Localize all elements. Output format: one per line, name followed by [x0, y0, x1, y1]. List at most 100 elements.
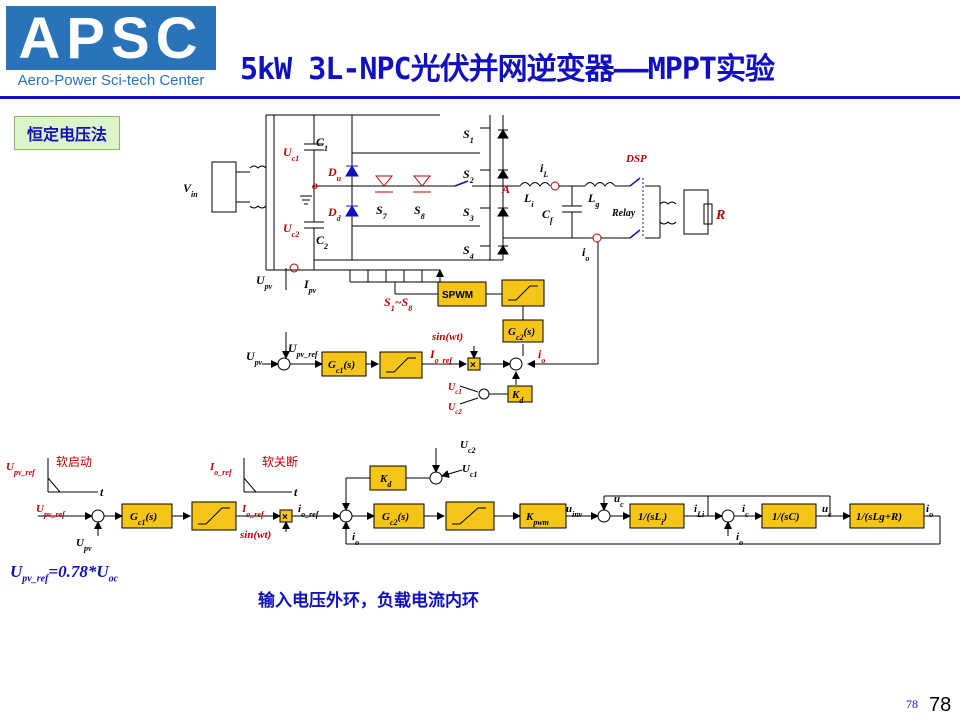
- circuit-labels: Vin Uc1 Uc2 C1 C2 o Du Dd S7 S8 S1 S2 S3…: [183, 127, 725, 313]
- bot-ioout-sub: o: [929, 510, 933, 519]
- ipv-sub: pv: [308, 286, 317, 295]
- svg-text:S7: S7: [376, 203, 388, 221]
- c1-name: C: [316, 135, 325, 149]
- svg-text:ic: ic: [742, 503, 749, 519]
- vin-name: V: [183, 181, 192, 195]
- bot-ili-sub: Li: [696, 510, 705, 519]
- c2-name: C: [316, 233, 325, 247]
- svg-text:Cf: Cf: [542, 207, 554, 225]
- svg-text:Uc2: Uc2: [448, 402, 462, 416]
- svg-text:iL: iL: [540, 161, 548, 179]
- svg-text:io_ref: io_ref: [298, 503, 320, 519]
- svg-text:S4: S4: [463, 243, 474, 261]
- bot-gc1-name: G: [130, 511, 138, 523]
- svg-text:Upv: Upv: [256, 273, 273, 291]
- s3-sub: 3: [469, 214, 474, 223]
- s18-tail: ~S: [395, 295, 409, 309]
- svg-text:io: io: [352, 531, 359, 547]
- svg-text:S3: S3: [463, 205, 474, 223]
- circuit-gc2-name: G: [508, 326, 516, 338]
- caption: 输入电压外环，负载电流内环: [258, 591, 479, 611]
- bot-ioout-name: i: [926, 503, 930, 515]
- bot-upv-sub: pv: [83, 544, 92, 553]
- svg-text:Vin: Vin: [183, 181, 198, 199]
- top-io-name: i: [538, 347, 542, 361]
- svg-text:S2: S2: [463, 167, 474, 185]
- bot-sin: sin(wt): [239, 529, 271, 541]
- svg-text:iLi: iLi: [694, 503, 705, 519]
- slide-title: 5kW 3L-NPC光伏并网逆变器——MPPT实验: [240, 52, 775, 87]
- title-divider: [0, 96, 960, 99]
- svg-text:Kd: Kd: [511, 389, 524, 405]
- li-sub: i: [531, 200, 534, 209]
- bot-limiter2-curve: [452, 507, 486, 525]
- neutral-o: o: [312, 178, 318, 192]
- output-transformer: [659, 201, 677, 225]
- bot-gc2-name: G: [382, 511, 390, 523]
- switch-s8: [412, 175, 432, 187]
- svg-text:Kd: Kd: [379, 473, 392, 489]
- bot-uc1-sub: c1: [470, 470, 478, 479]
- bot-kpwm-block: [519, 503, 567, 529]
- svg-text:Kpwm: Kpwm: [525, 511, 549, 527]
- c2-sub: 2: [323, 242, 328, 251]
- svg-text:io: io: [736, 531, 743, 547]
- bottom-control-loop: [38, 448, 941, 545]
- svg-text:uc: uc: [822, 503, 832, 519]
- bot-gc1-tail: (s): [146, 511, 158, 523]
- bot-kpwm-name: K: [525, 511, 534, 523]
- du-sub: u: [337, 174, 342, 183]
- svg-text:Uc2: Uc2: [460, 439, 476, 455]
- soft-stop-label: 软关断: [262, 454, 298, 469]
- bot-ucout-sub: c: [828, 510, 832, 519]
- io-sub: o: [585, 254, 589, 263]
- svg-text:Du: Du: [327, 165, 342, 183]
- svg-text:C1: C1: [316, 135, 328, 153]
- bot-upvref1-name: U: [6, 461, 15, 473]
- formula-lhs: U: [10, 562, 23, 581]
- bot-upvref1-sub: pv_ref: [13, 468, 36, 477]
- s4-sub: 4: [469, 252, 474, 261]
- formula: Upv_ref=0.78*Uoc: [10, 562, 118, 584]
- s8-sub: 8: [421, 212, 425, 221]
- lg-name: L: [587, 191, 595, 205]
- circuit-limiter-curve: [508, 285, 538, 301]
- uc1-name: U: [283, 145, 293, 159]
- bot-uinv-name: u: [566, 503, 572, 515]
- top-limiter-curve: [386, 357, 416, 373]
- page-number: 78: [929, 694, 952, 716]
- top-upvref-name: U: [288, 341, 298, 355]
- bot-gc2-tail: (s): [398, 511, 410, 523]
- svg-text:Upv_ref: Upv_ref: [6, 461, 36, 477]
- svg-text:io: io: [538, 347, 545, 365]
- svg-text:io: io: [926, 503, 933, 519]
- bot-ioref1-sub: o_ref: [214, 468, 233, 477]
- bot-slg-label: 1/(sLg+R): [856, 511, 902, 523]
- bot-t2: t: [294, 485, 298, 499]
- svg-text:Uc1: Uc1: [283, 145, 299, 163]
- formula-eq: =0.78*: [48, 562, 97, 581]
- bot-ioref2-name: I: [241, 503, 247, 515]
- top-gc1-block: [321, 351, 367, 377]
- svg-text:Upv_ref: Upv_ref: [288, 341, 319, 359]
- uc2-name: U: [283, 221, 293, 235]
- top-kd-sub: d: [519, 396, 524, 405]
- page-number-small: 78: [906, 697, 918, 711]
- svg-text:S8: S8: [414, 203, 425, 221]
- bot-t1: t: [100, 485, 104, 499]
- bot-sc-label: 1/(sC): [772, 511, 800, 523]
- bot-io2-sub: o: [739, 538, 743, 547]
- s7-name: S: [376, 203, 383, 217]
- formula-rhs-sub: oc: [108, 573, 119, 585]
- power-circuit: [211, 114, 713, 368]
- svg-text:Upv: Upv: [246, 349, 263, 367]
- top-gc1-name: G: [328, 359, 336, 371]
- top-io-sub: o: [541, 356, 545, 365]
- spwm-block: [437, 281, 487, 307]
- logo-letters: APSC: [6, 6, 216, 71]
- s4-name: S: [463, 243, 470, 257]
- bot-upvref2-name: U: [36, 503, 45, 515]
- top-uc1-sub: c1: [455, 388, 462, 396]
- svg-text:io: io: [582, 245, 589, 263]
- top-control-loop: [262, 332, 524, 405]
